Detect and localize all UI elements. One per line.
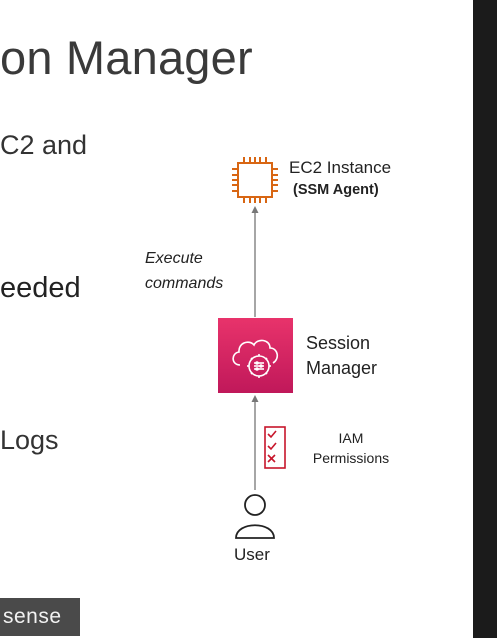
execute-label-line2: commands [145, 275, 224, 292]
slide: on Manager C2 and eeded Logs sense [0, 31, 394, 636]
slide-title: on Manager [0, 31, 253, 84]
checklist-icon [264, 426, 286, 469]
bullet-text-2: eeded [0, 272, 81, 304]
ec2-chip-icon [232, 157, 278, 203]
session-manager-label-line1: Session [306, 333, 371, 353]
execute-label-line1: Execute [145, 250, 203, 267]
ec2-instance-label: EC2 Instance [289, 158, 392, 177]
session-manager-label-line2: Manager [306, 358, 378, 378]
footer-tag: sense [0, 598, 80, 636]
session-manager-label: Session Manager [306, 331, 377, 381]
iam-permissions-label: IAM Permissions [308, 428, 394, 468]
iam-label-line1: IAM [338, 430, 364, 446]
execute-commands-label: Execute commands [145, 246, 223, 296]
cloud-gear-icon [232, 339, 279, 378]
session-manager-icon [218, 318, 293, 393]
ssm-agent-label: (SSM Agent) [293, 182, 379, 198]
dark-side-panel [473, 0, 497, 638]
bullet-text-3: Logs [0, 425, 59, 455]
architecture-diagram [232, 157, 286, 539]
user-label: User [234, 545, 270, 564]
bullet-text-1: C2 and [0, 130, 88, 160]
arrow-user-to-session [251, 395, 259, 490]
arrow-execute [251, 206, 259, 317]
iam-label-line2: Permissions [312, 450, 390, 466]
user-icon [235, 494, 275, 539]
